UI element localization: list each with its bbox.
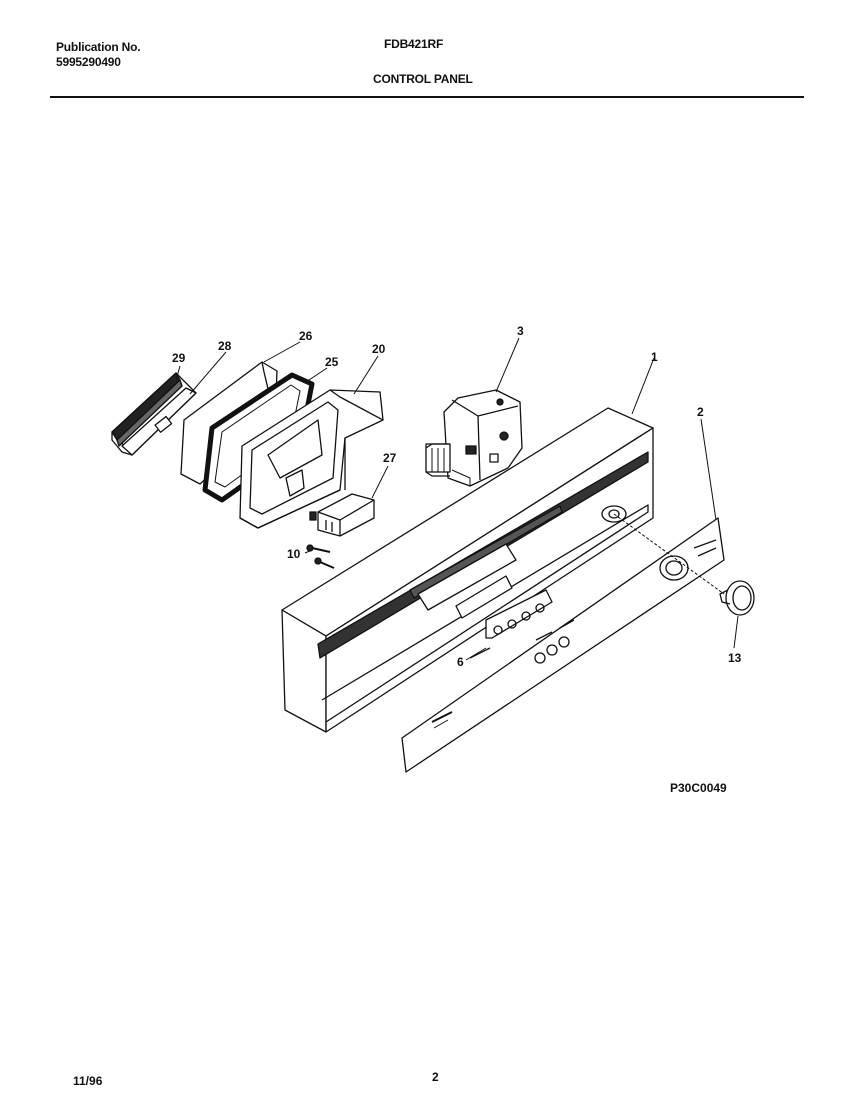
callout-27: 27 <box>383 451 397 465</box>
part-10-screws <box>306 544 335 569</box>
callout-6: 6 <box>457 655 464 669</box>
publication-label: Publication No. <box>56 40 141 54</box>
part-6-button-assembly <box>469 647 491 659</box>
callout-20: 20 <box>372 342 386 356</box>
part-13-knob <box>719 580 755 616</box>
footer-page-number: 2 <box>432 1070 439 1084</box>
section-title: CONTROL PANEL <box>373 72 473 86</box>
callout-29: 29 <box>172 351 186 365</box>
figure-code: P30C0049 <box>670 781 727 795</box>
part-29-bezel-strip <box>111 372 197 456</box>
callout-2: 2 <box>697 405 704 419</box>
part-overlay-panel <box>401 517 725 773</box>
callout-28: 28 <box>218 339 232 353</box>
header-rule <box>50 96 804 98</box>
callout-26: 26 <box>299 329 313 343</box>
leader-lines <box>175 337 739 661</box>
part-27-switch <box>309 493 375 537</box>
callout-10: 10 <box>287 547 301 561</box>
callout-3: 3 <box>517 324 524 338</box>
model-number: FDB421RF <box>384 37 444 51</box>
part-3-timer <box>425 389 523 487</box>
callout-13: 13 <box>728 651 742 665</box>
part-1-control-panel <box>281 407 654 733</box>
callout-1: 1 <box>651 350 658 364</box>
footer-date: 11/96 <box>73 1074 103 1088</box>
part-20-dispenser-housing <box>239 389 384 529</box>
callout-25: 25 <box>325 355 339 369</box>
publication-number: 5995290490 <box>56 55 121 69</box>
